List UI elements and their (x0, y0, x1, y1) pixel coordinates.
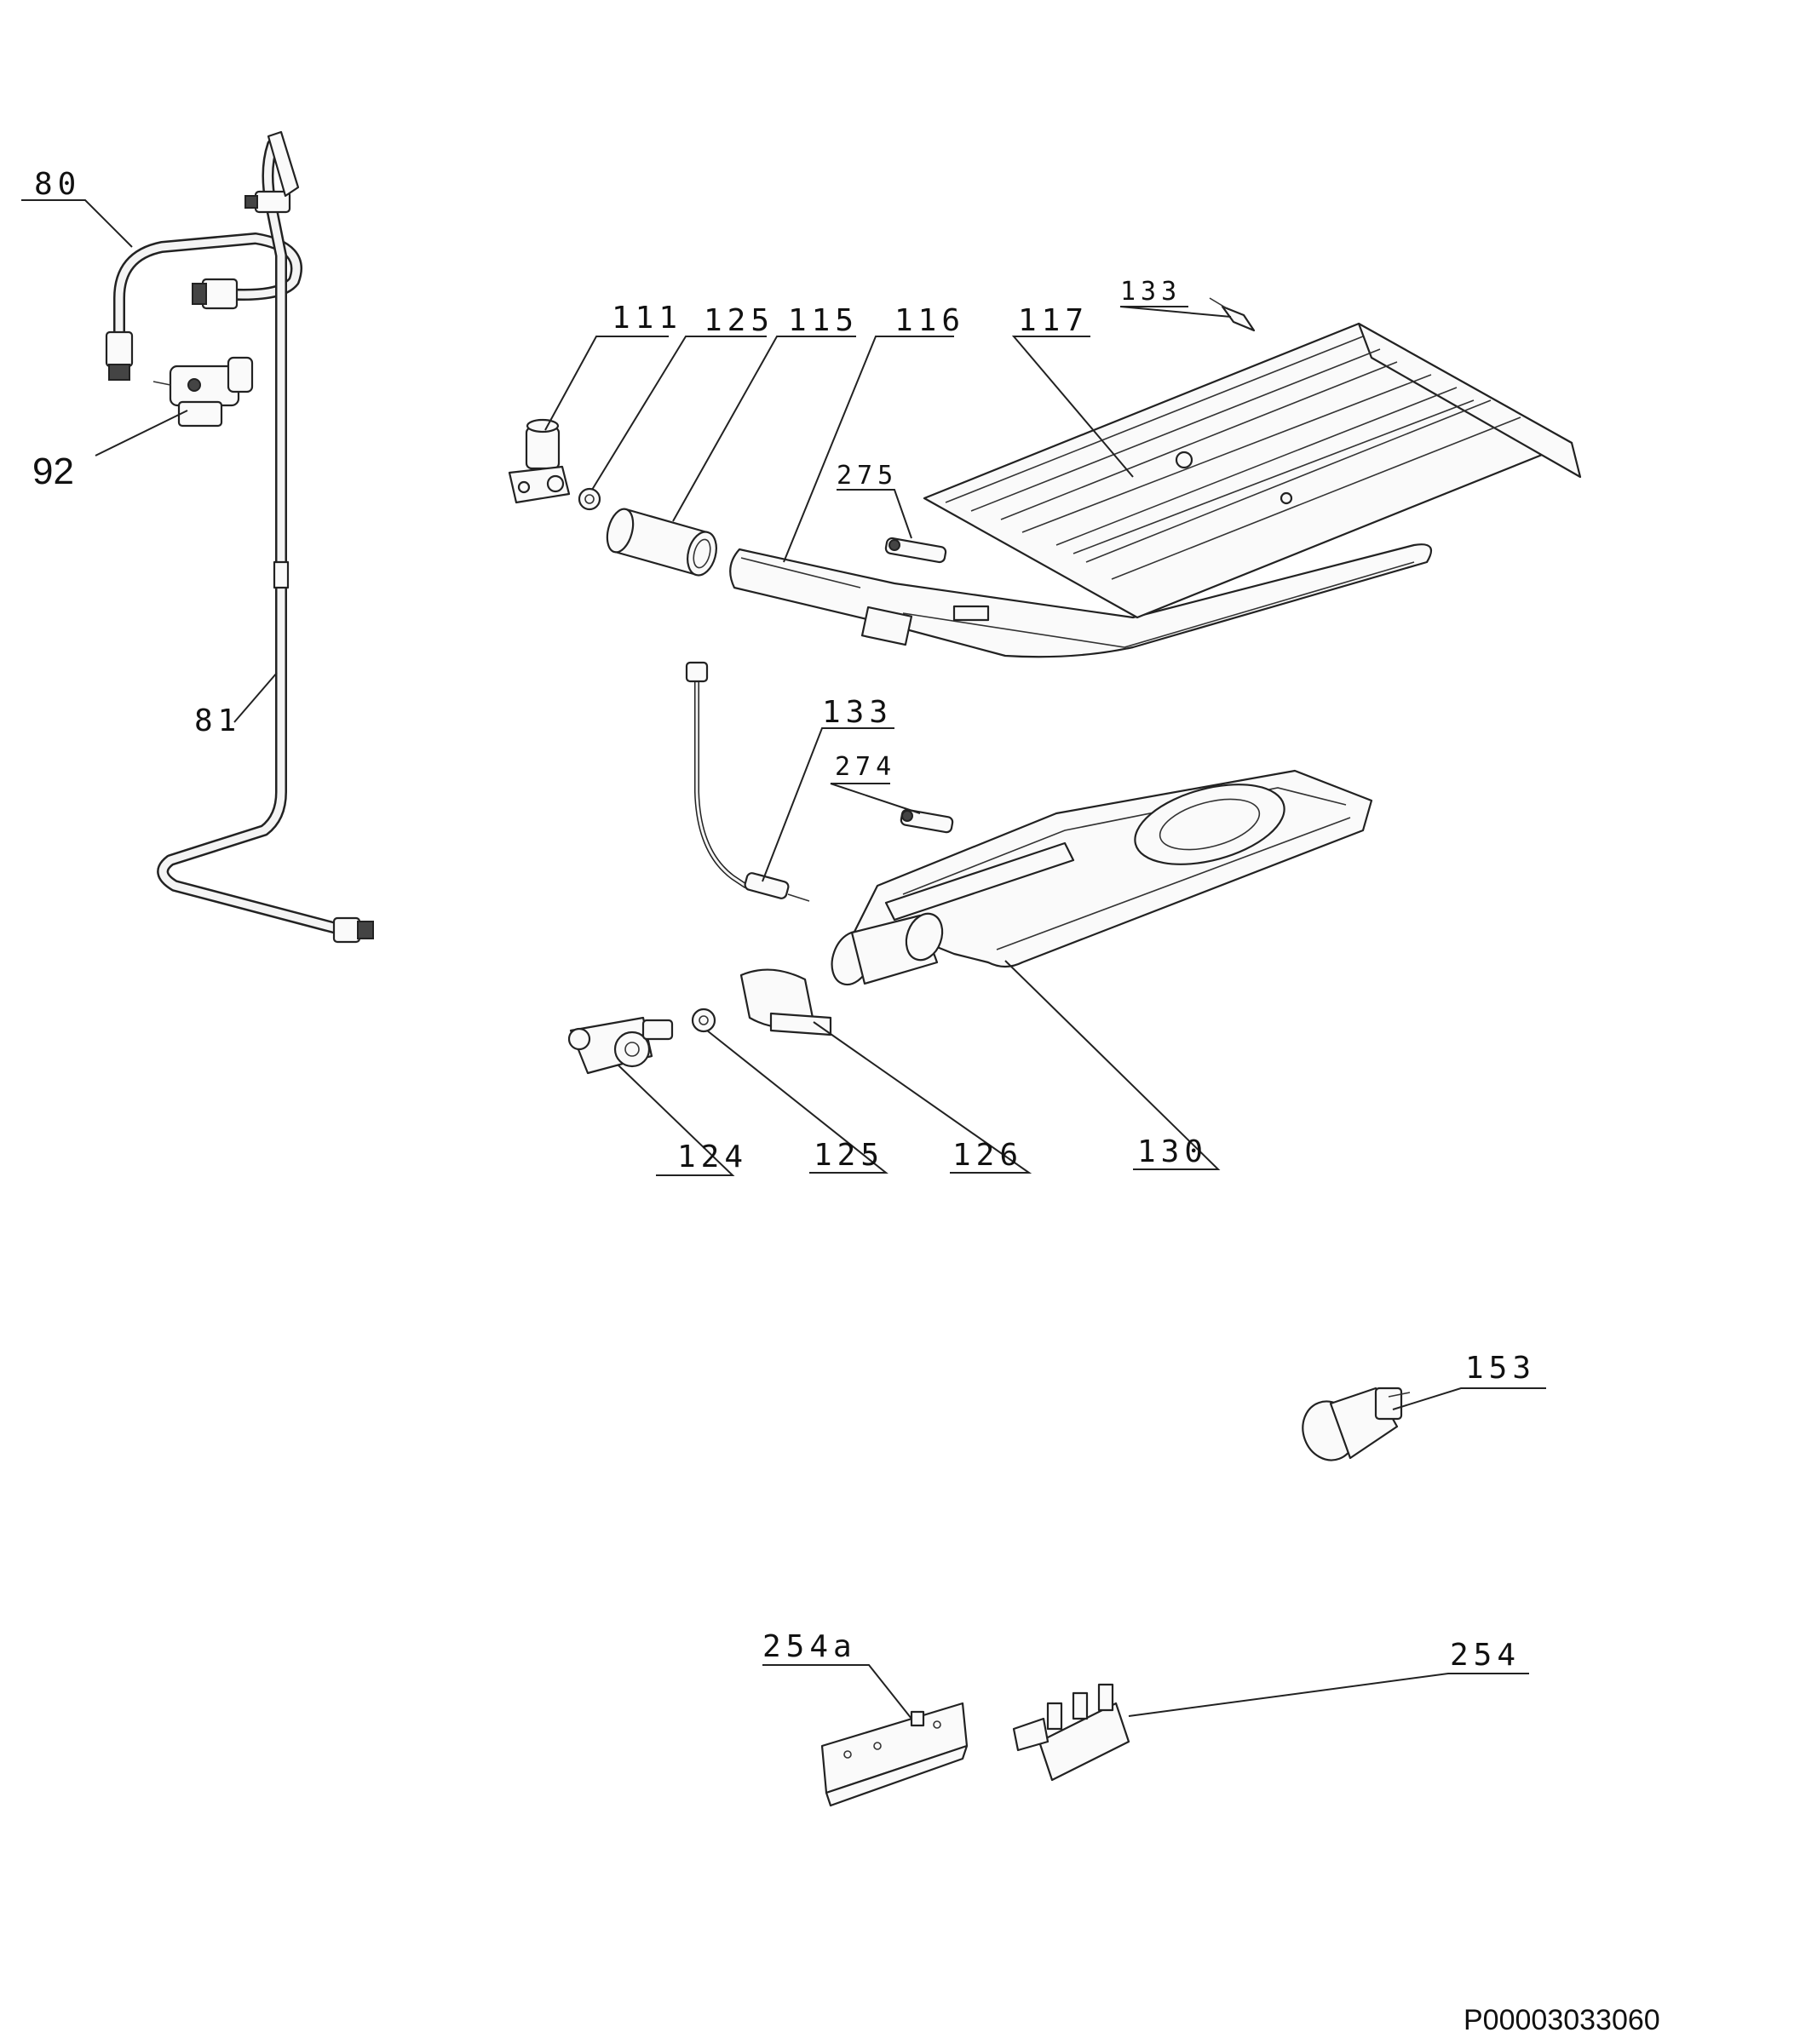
grill-plate-117[interactable] (923, 322, 1582, 619)
callout-125-lower: 125 (814, 1138, 884, 1173)
gas-pipe-81[interactable] (157, 130, 374, 944)
injector-holder-124[interactable] (567, 1016, 674, 1075)
leader-133-upper (1119, 306, 1232, 318)
callout-254: 254 (1450, 1638, 1521, 1673)
callout-81: 81 (194, 703, 241, 738)
leader-125-upper (591, 336, 767, 491)
injector-125-upper[interactable] (578, 487, 601, 511)
callout-92: 92 (32, 451, 74, 492)
callout-80: 80 (34, 167, 81, 202)
push-button-153[interactable] (1295, 1387, 1411, 1467)
callout-115: 115 (788, 303, 859, 338)
leader-81 (233, 672, 278, 723)
gas-pipe-80[interactable] (105, 233, 302, 381)
leader-80 (21, 199, 133, 248)
callout-153: 153 (1465, 1351, 1536, 1386)
leader-274 (830, 783, 921, 814)
callout-126: 126 (952, 1138, 1023, 1173)
leader-111 (544, 336, 669, 431)
callout-130: 130 (1137, 1134, 1208, 1169)
callout-117: 117 (1018, 303, 1089, 338)
callout-133-upper: 133 (1120, 277, 1182, 307)
oven-burner-116[interactable] (729, 543, 1433, 658)
callout-274: 274 (835, 752, 896, 782)
callout-underlines (21, 199, 1546, 1674)
leader-115 (672, 336, 856, 522)
callout-133-lower: 133 (822, 695, 893, 730)
leader-116 (783, 336, 954, 563)
thermocouple-133-upper[interactable] (1209, 297, 1256, 332)
leader-254 (1128, 1673, 1529, 1717)
electrode-275[interactable] (884, 537, 947, 564)
callout-275: 275 (837, 461, 898, 491)
callout-111: 111 (612, 301, 682, 336)
callout-125-upper: 125 (704, 303, 774, 338)
callout-116: 116 (894, 303, 965, 338)
injector-125-lower[interactable] (691, 1008, 716, 1033)
leader-275 (837, 489, 912, 539)
callout-254a: 254a (762, 1629, 857, 1664)
callout-124: 124 (677, 1140, 748, 1174)
electrode-274[interactable] (900, 808, 954, 834)
gas-valve-92[interactable] (152, 356, 254, 428)
document-id: P00003033060 (1464, 2004, 1660, 2036)
injector-holder-111[interactable] (508, 418, 571, 504)
grill-burner-130[interactable] (825, 769, 1373, 990)
leader-92 (95, 410, 188, 456)
thermocouple-133-lower[interactable] (685, 661, 810, 902)
ignition-generator-254[interactable] (1012, 1683, 1130, 1782)
venturi-tube-115[interactable] (603, 506, 721, 578)
burner-clamp-126[interactable] (739, 968, 832, 1036)
leader-254a (762, 1664, 912, 1720)
leader-153 (1392, 1387, 1546, 1410)
bracket-254a[interactable] (820, 1702, 969, 1807)
leader-133-lower (762, 727, 894, 882)
